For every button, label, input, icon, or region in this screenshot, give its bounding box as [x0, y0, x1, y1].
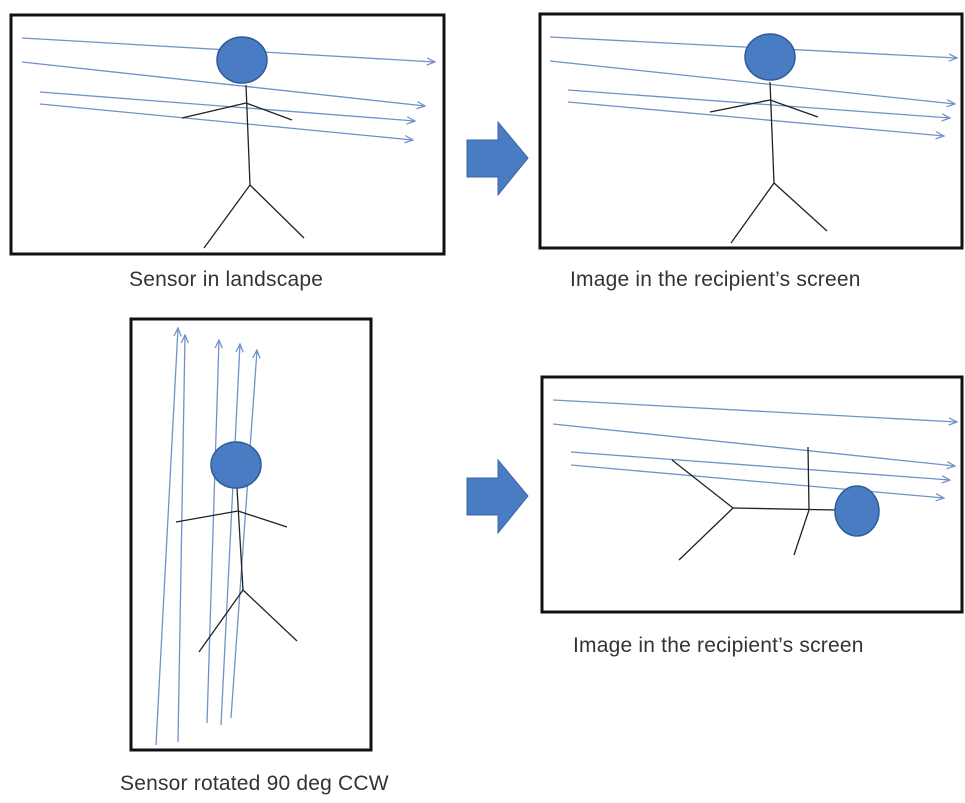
- figure-leg-left: [198, 589, 244, 653]
- figure-body: [236, 487, 244, 591]
- ray-4: [39, 103, 413, 140]
- light-rays: [552, 399, 957, 498]
- ray-3: [206, 340, 219, 724]
- figure-head: [210, 441, 262, 489]
- figure-leg-bottom: [678, 507, 734, 561]
- caption-recipient-screen-top: Image in the recipient’s screen: [570, 268, 861, 291]
- ray-4: [567, 101, 944, 136]
- caption-recipient-screen-bottom: Image in the recipient’s screen: [573, 634, 864, 657]
- panel-sensor-rotated: [129, 317, 373, 752]
- figure-arm-left: [181, 102, 247, 119]
- ray-5: [230, 350, 257, 719]
- panel-recipient-screen-bottom: [540, 375, 964, 614]
- figure-body: [769, 81, 775, 184]
- caption-sensor-rotated: Sensor rotated 90 deg CCW: [120, 772, 389, 795]
- stick-figure-sideways: [671, 446, 837, 561]
- panel-sensor-landscape: [9, 13, 446, 256]
- figure-body: [732, 507, 837, 511]
- caption-sensor-landscape: Sensor in landscape: [129, 268, 324, 291]
- figure-leg-right: [249, 184, 305, 239]
- block-arrow-top: [466, 120, 529, 197]
- figure-leg-right: [242, 589, 298, 642]
- figure-arm-right: [245, 102, 293, 121]
- ray-2: [552, 423, 955, 466]
- figure-arm-top: [807, 446, 810, 511]
- stick-figure: [709, 81, 828, 244]
- figure-leg-left: [203, 184, 251, 249]
- stick-figure: [175, 487, 298, 653]
- figure-head: [744, 33, 796, 81]
- figure-leg-left: [730, 182, 775, 244]
- figure-arm-left: [709, 99, 771, 113]
- figure-arm-left: [175, 510, 239, 523]
- figure-leg-top: [671, 459, 734, 509]
- figure-arm-right: [237, 510, 288, 528]
- panel-frame: [129, 317, 373, 752]
- ray-2: [21, 61, 425, 106]
- light-rays: [155, 328, 257, 746]
- ray-3: [570, 451, 950, 480]
- ray-2: [177, 335, 185, 743]
- block-arrow-bottom: [466, 458, 529, 535]
- figure-arm-bottom: [793, 509, 810, 556]
- figure-leg-right: [773, 182, 828, 232]
- ray-1: [155, 328, 178, 746]
- figure-arm-right: [769, 99, 819, 118]
- panel-recipient-screen-top: [538, 12, 964, 250]
- ray-4: [570, 464, 944, 498]
- ray-3: [39, 91, 415, 121]
- ray-3: [567, 89, 950, 118]
- ray-2: [549, 60, 955, 104]
- stick-figure: [181, 84, 305, 249]
- figure-body: [245, 84, 251, 186]
- figure-head: [216, 36, 268, 84]
- panel-frame: [540, 375, 964, 614]
- ray-4: [220, 344, 240, 726]
- figure-head: [834, 485, 880, 537]
- ray-1: [552, 399, 957, 422]
